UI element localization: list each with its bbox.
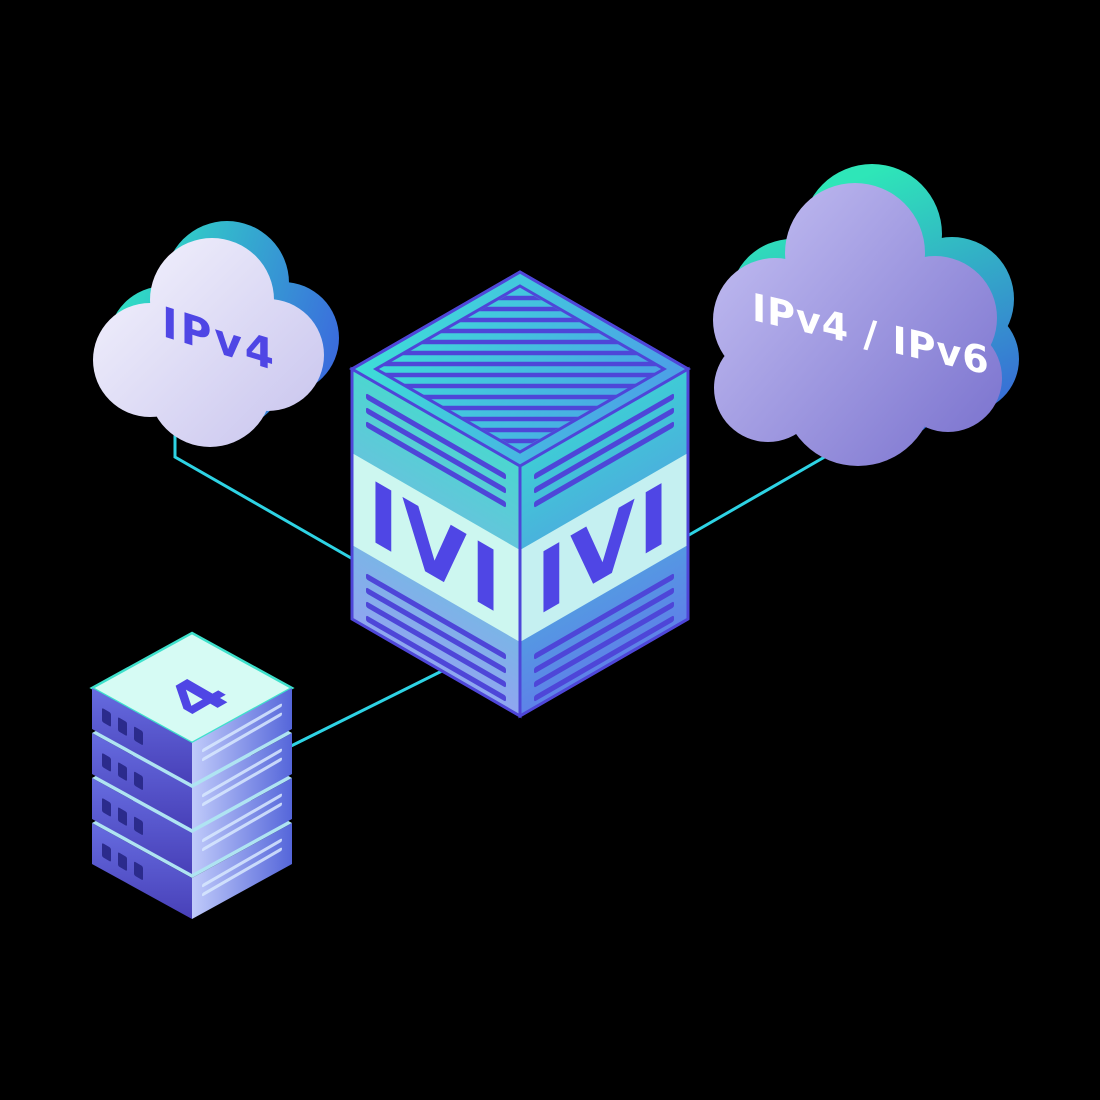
slab-vent-slots [102,753,143,790]
right-face-label-band [520,453,688,642]
right-face-bottom-stripes [534,573,674,702]
ivi-translator-box: IVI IVI [349,270,691,719]
slab-vent-slots [102,843,143,880]
link-server-stack-to-translator [284,659,463,751]
link-ipv4-cloud-to-translator [173,428,359,564]
right-face-top-stripes [534,393,674,508]
slab-vent-slots [102,798,143,835]
slab-vent-slots [102,708,143,745]
slab-drive-lines [202,793,282,852]
server-slab: 4 [89,631,295,784]
top-face-inner-border [372,284,668,454]
cloud-body [93,238,324,447]
slab-drive-lines [202,703,282,762]
ipv4-ipv6-cloud: IPv4 / IPv6 [713,164,1019,466]
ipv4-cloud: IPv4 [93,221,339,447]
cloud-body [713,183,1002,466]
slab-drive-lines [202,838,282,897]
translator-left-face: IVI [350,366,522,719]
translator-outline [350,270,690,718]
server-stack: 4 [89,631,295,919]
slab-drive-lines [202,748,282,807]
left-face-top-stripes [366,393,506,508]
left-face-label-band [352,453,520,642]
top-face-scanlines [378,295,662,444]
left-face-bottom-stripes [366,573,506,702]
translator-right-face: IVI [518,366,690,719]
